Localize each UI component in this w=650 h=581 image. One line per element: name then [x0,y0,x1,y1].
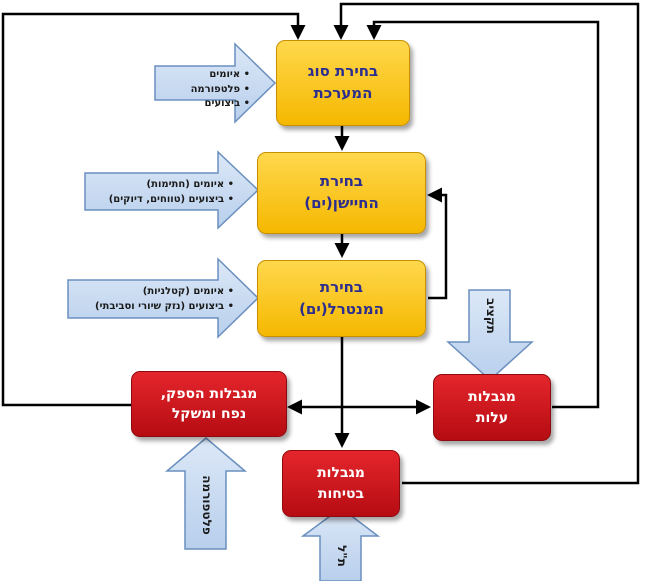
input-top-text: איומים פלטפורמה ביצועים [170,68,250,112]
input-top-item: פלטפורמה [170,83,250,98]
neutralizer-label: בחירת המנטרל(ים) [299,277,384,318]
budget-label: תקציב [484,298,498,334]
seeker-label: בחירת החיישן(ים) [304,172,379,212]
input-arrow-budget [446,289,534,382]
connector-safety-loop [333,2,640,485]
cost-label: מגבלות עלות [468,389,516,426]
input-lower-item: ביצועים (נזק שיורי וסביבתי) [64,300,234,315]
input-arrow-range [300,507,381,581]
connectors [1,2,640,485]
cost-box: מגבלות עלות [433,374,551,441]
neutralizer-box: בחירת המנטרל(ים) [257,260,426,337]
input-top-item: ביצועים [170,97,250,112]
supplier-label: מגבלות הספק, נפח ומשקל [160,385,258,422]
seeker-box: בחירת החיישן(ים) [257,152,426,234]
input-arrow-platform [164,437,248,550]
system-type-box: בחירת סוג המערכת [276,40,410,126]
input-middle-text: איומים (חתימות) ביצועים (טווחים, דיוקים) [84,178,234,207]
connector-supplier-loop [1,12,306,407]
platform-label: פלטפורמה [200,475,214,535]
input-middle-item: איומים (חתימות) [84,178,234,193]
input-lower-text: איומים (קטלניות) ביצועים (נזק שיורי וסבי… [64,285,234,314]
connector-cost-loop [366,20,600,409]
input-middle-item: ביצועים (טווחים, דיוקים) [84,193,234,208]
range-label: ת"ל [335,545,349,567]
input-lower-item: איומים (קטלניות) [64,285,234,300]
input-top-item: איומים [170,68,250,83]
safety-label: מגבלות בטיחות [317,465,365,502]
connector-neutralizer-feedback [427,187,448,300]
supplier-box: מגבלות הספק, נפח ומשקל [131,371,287,437]
safety-box: מגבלות בטיחות [282,450,400,517]
system-type-label: בחירת סוג המערכת [307,62,379,102]
